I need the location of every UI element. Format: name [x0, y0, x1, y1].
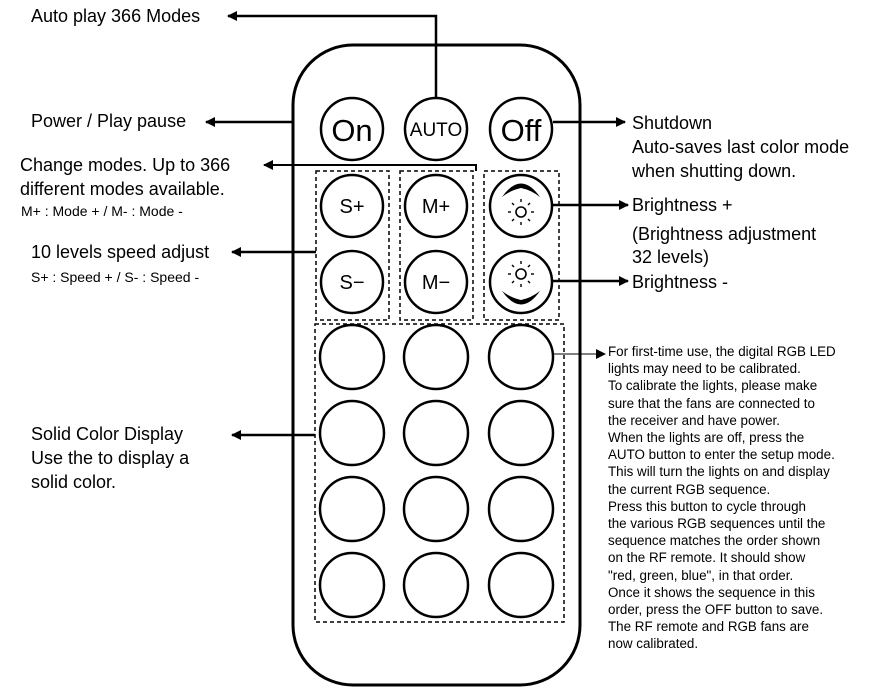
solid-color-group-outline [314, 323, 565, 623]
solid-color-button-4[interactable] [318, 399, 386, 467]
brightness-down-icon [502, 261, 540, 305]
speed-label-line2: S+ : Speed + / S- : Speed - [31, 269, 200, 285]
mode-plus-label: M+ [422, 196, 450, 218]
solid-color-button-11[interactable] [402, 551, 470, 619]
solid-color-button-3[interactable] [487, 323, 555, 391]
on-button[interactable]: On [319, 96, 385, 162]
power-label: Power / Play pause [31, 111, 187, 131]
solid-color-button-12[interactable] [487, 551, 555, 619]
shutdown-label-line3: when shutting down. [632, 161, 797, 181]
speed-minus-button[interactable]: S− [319, 249, 385, 315]
solid-color-label-line3: solid color. [31, 472, 117, 492]
brightness-plus-label-line1: Brightness + [632, 195, 733, 215]
speed-minus-label: S− [339, 272, 364, 294]
mode-plus-button[interactable]: M+ [403, 173, 469, 239]
brightness-group-outline [483, 170, 560, 321]
solid-color-button-6[interactable] [487, 399, 555, 467]
auto-button[interactable]: AUTO [403, 96, 469, 162]
auto-button-label: AUTO [410, 120, 462, 141]
brightness-down-button[interactable] [488, 249, 554, 315]
mode-group-outline [399, 170, 474, 321]
speed-group-outline [315, 170, 390, 321]
mode-minus-label: M− [422, 272, 450, 294]
calibration-note: For first-time use, the digital RGB LED … [608, 344, 836, 652]
solid-color-label-line1: Solid Color Display [31, 424, 184, 444]
solid-color-grid [318, 323, 555, 619]
brightness-up-icon [502, 183, 540, 225]
shutdown-label-line1: Shutdown [632, 113, 713, 133]
solid-color-button-1[interactable] [318, 323, 386, 391]
leader-lines [205, 11, 629, 440]
mode-minus-button[interactable]: M− [403, 249, 469, 315]
off-button[interactable]: Off [488, 96, 554, 162]
brightness-plus-label-line2: (Brightness adjustment [632, 224, 817, 244]
solid-color-button-9[interactable] [487, 475, 555, 543]
off-button-label: Off [501, 113, 542, 148]
brightness-minus-label: Brightness - [632, 272, 729, 292]
solid-color-button-7[interactable] [318, 475, 386, 543]
change-modes-label-line2: different modes available. [20, 179, 225, 199]
speed-label-line1: 10 levels speed adjust [31, 242, 210, 262]
change-modes-arrow [263, 160, 477, 171]
speed-plus-label: S+ [339, 196, 364, 218]
solid-color-button-10[interactable] [318, 551, 386, 619]
brightness-plus-label-line3: 32 levels) [632, 247, 710, 267]
solid-color-button-8[interactable] [402, 475, 470, 543]
change-modes-label-line3: M+ : Mode + / M- : Mode - [21, 203, 183, 219]
speed-plus-button[interactable]: S+ [319, 173, 385, 239]
solid-color-label-line2: Use the to display a [31, 448, 190, 468]
auto-play-arrow [227, 11, 438, 98]
solid-color-button-2[interactable] [402, 323, 470, 391]
brightness-up-button[interactable] [488, 173, 554, 239]
auto-play-label: Auto play 366 Modes [31, 6, 201, 26]
shutdown-label-line2: Auto-saves last color mode [632, 137, 850, 157]
change-modes-label-line1: Change modes. Up to 366 [20, 155, 231, 175]
solid-color-button-5[interactable] [402, 399, 470, 467]
on-button-label: On [331, 113, 372, 148]
